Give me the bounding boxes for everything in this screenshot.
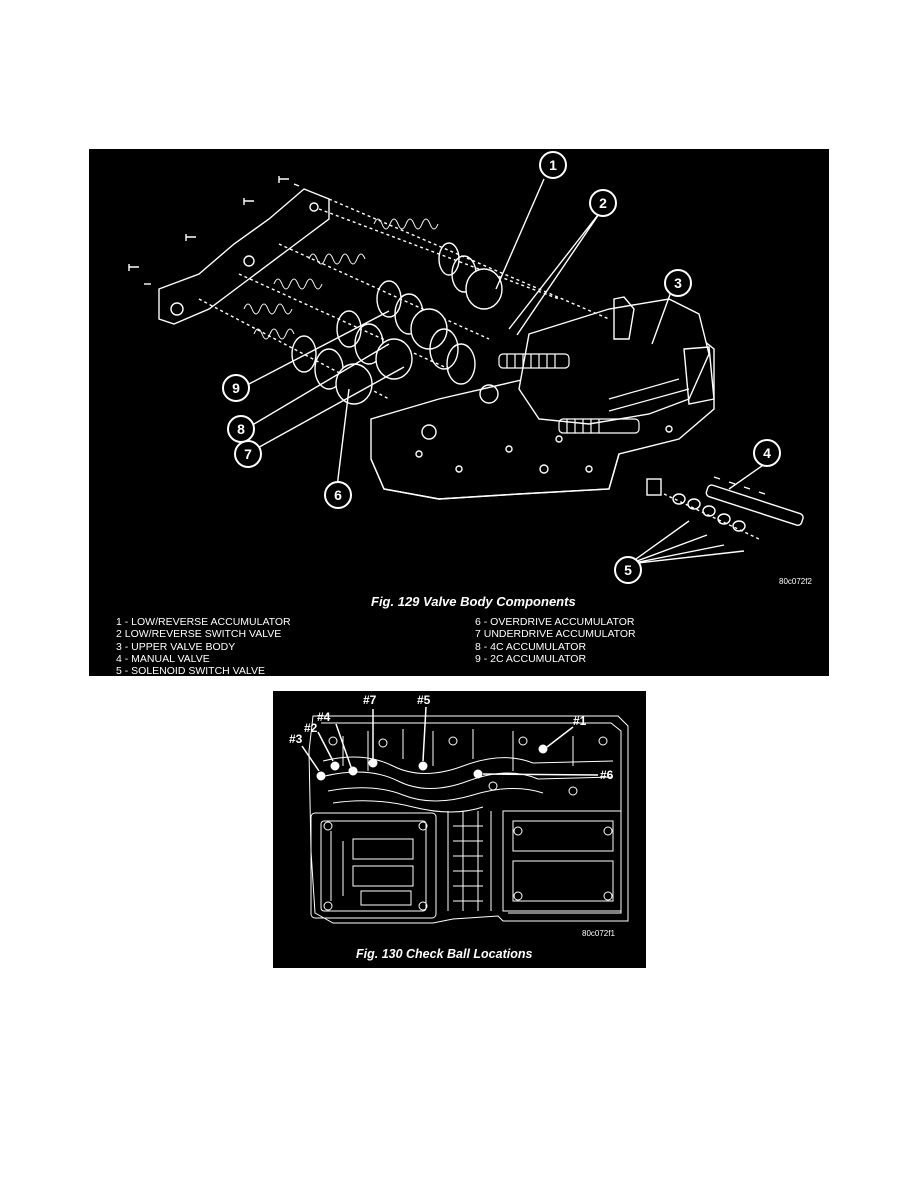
legend-item: 6 - OVERDRIVE ACCUMULATOR [475,616,635,628]
valve-body-illustration [128,176,804,565]
callout-4: 4 [753,439,781,467]
figure-130: #7 #5 #4 #2 #3 #1 #6 80c072f1 Fig. 130 C… [273,691,646,968]
legend-left: 1 - LOW/REVERSE ACCUMULATOR 2 LOW/REVERS… [116,616,291,676]
callout-5: 5 [614,556,642,584]
legend-item: 2 LOW/REVERSE SWITCH VALVE [116,628,282,641]
check-ball-label-1: #1 [573,714,587,728]
check-ball-label-3: #3 [289,732,303,746]
legend-item: 3 - UPPER VALVE BODY [116,640,236,653]
callout-2: 2 [589,189,617,217]
callout-6: 6 [324,481,352,509]
legend-item: 7 UNDERDRIVE ACCUMULATOR [475,628,636,641]
check-ball-label-2: #2 [304,721,318,735]
check-ball-label-7: #7 [363,693,377,707]
figure-code: 80c072f2 [779,577,812,586]
callout-1: 1 [539,151,567,179]
check-ball-label-4: #4 [317,710,331,724]
figure-code: 80c072f1 [582,929,615,938]
figure-caption: Fig. 130 Check Ball Locations [356,947,533,961]
legend-item: 8 - 4C ACCUMULATOR [475,640,587,653]
legend-item: 9 - 2C ACCUMULATOR [475,652,587,665]
callout-8: 8 [227,415,255,443]
check-ball-illustration [301,706,629,924]
figure-caption: Fig. 129 Valve Body Components [371,594,576,609]
legend-item: 4 - MANUAL VALVE [116,652,210,665]
legend-item: 5 - SOLENOID SWITCH VALVE [116,665,265,676]
figure-129: 1 2 3 4 5 6 7 8 9 80c072f2 Fig. 129 Valv… [89,149,829,676]
check-ball-label-5: #5 [417,693,431,707]
callout-7: 7 [234,440,262,468]
callout-3: 3 [664,269,692,297]
callout-9: 9 [222,374,250,402]
check-ball-label-6: #6 [600,768,614,782]
legend-right: 6 - OVERDRIVE ACCUMULATOR 7 UNDERDRIVE A… [475,616,636,665]
legend-item: 1 - LOW/REVERSE ACCUMULATOR [116,616,291,628]
